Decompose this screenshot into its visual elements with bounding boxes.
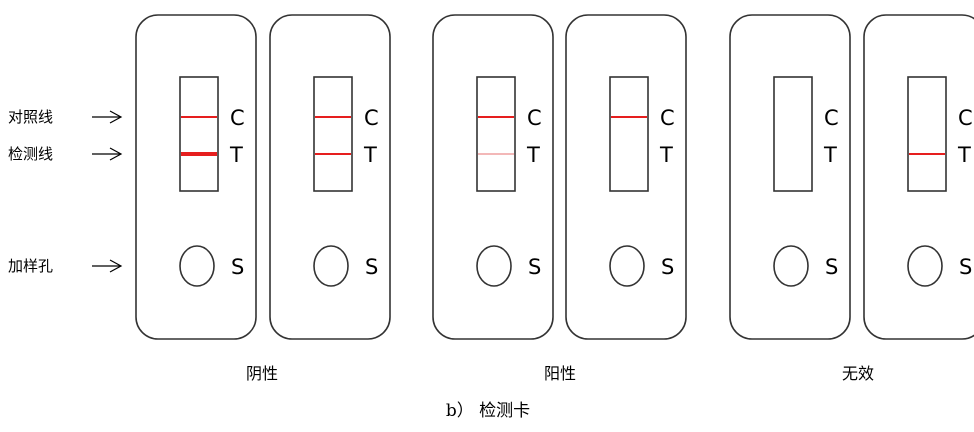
sample-well xyxy=(179,245,215,287)
group-label-invalid: 无效 xyxy=(842,364,874,383)
sample-well xyxy=(907,245,943,287)
sample-well xyxy=(609,245,645,287)
sample-well-arrow xyxy=(92,259,123,273)
c-marker: C xyxy=(364,106,379,130)
control-line-label: 对照线 xyxy=(8,108,53,126)
group-labels: 阴性 阳性 无效 xyxy=(246,364,874,383)
result-window xyxy=(907,76,947,192)
c-marker: C xyxy=(824,106,839,130)
sample-well xyxy=(313,245,349,287)
t-marker: T xyxy=(229,143,243,167)
side-labels: 对照线 检测线 加样孔 xyxy=(8,108,123,275)
s-marker: S xyxy=(231,255,244,279)
test-card: CT S xyxy=(135,14,257,340)
t-marker: T xyxy=(659,143,673,167)
result-window xyxy=(609,76,649,192)
test-card: CT S xyxy=(432,14,554,340)
control-line-arrow xyxy=(92,110,123,124)
test-card: CT S xyxy=(269,14,391,340)
group-label-negative: 阴性 xyxy=(246,364,278,383)
result-window xyxy=(476,76,516,192)
s-marker: S xyxy=(528,255,541,279)
result-window xyxy=(313,76,353,192)
group-label-positive: 阳性 xyxy=(544,364,576,383)
result-window xyxy=(179,76,219,192)
s-marker: S xyxy=(365,255,378,279)
figure-caption: b） 检测卡 xyxy=(446,401,530,421)
test-line-arrow xyxy=(92,147,123,161)
test-card: CT S xyxy=(565,14,687,340)
t-marker: T xyxy=(823,143,837,167)
c-marker: C xyxy=(527,106,542,130)
sample-well xyxy=(773,245,809,287)
s-marker: S xyxy=(661,255,674,279)
sample-well xyxy=(476,245,512,287)
c-marker: C xyxy=(660,106,675,130)
result-window xyxy=(773,76,813,192)
test-line-label: 检测线 xyxy=(8,145,53,163)
sample-well-label: 加样孔 xyxy=(8,257,53,275)
test-card: CT S xyxy=(863,14,974,340)
t-marker: T xyxy=(363,143,377,167)
t-marker: T xyxy=(957,143,971,167)
c-marker: C xyxy=(230,106,245,130)
c-marker: C xyxy=(958,106,973,130)
test-card: CT S xyxy=(729,14,851,340)
s-marker: S xyxy=(825,255,838,279)
s-marker: S xyxy=(959,255,972,279)
t-marker: T xyxy=(526,143,540,167)
